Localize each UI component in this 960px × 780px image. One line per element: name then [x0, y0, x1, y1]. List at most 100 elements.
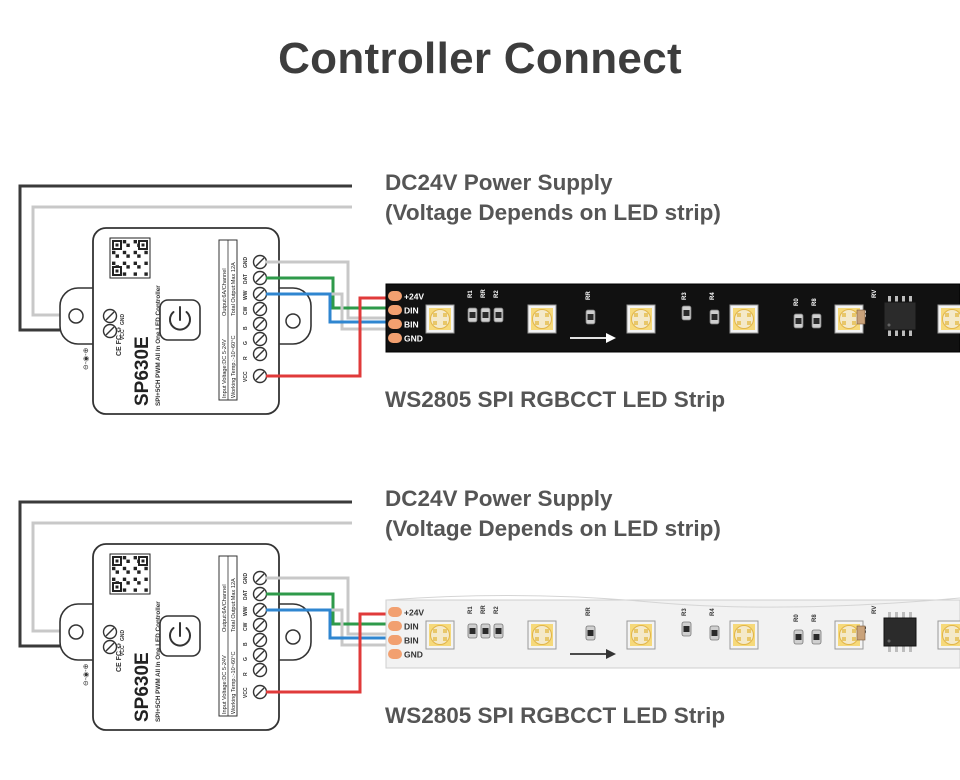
- resistor-label: RR: [586, 291, 592, 300]
- strip-pad-label: GND: [404, 650, 423, 660]
- mounting-hole-icon: [68, 624, 84, 640]
- strip-label-2: WS2805 SPI RGBCCT LED Strip: [385, 703, 726, 728]
- resistor-label: R4: [710, 292, 716, 300]
- resistor-label: R2: [494, 290, 500, 298]
- strip-pad: [388, 607, 402, 617]
- right-pin-label: WW: [243, 606, 249, 616]
- right-pin-label: VCC: [243, 371, 249, 382]
- resistor-label: R1: [468, 606, 474, 614]
- mounting-hole-icon: [285, 629, 301, 645]
- strip-body: [385, 283, 960, 353]
- spec-output-text: Output:6A/Channel: [222, 584, 228, 632]
- resistor-label: RR: [586, 607, 592, 616]
- strip-pad: [388, 333, 402, 343]
- power-supply-label-2: DC24V Power Supply: [385, 486, 613, 511]
- strip-pad: [388, 621, 402, 631]
- page-title: Controller Connect: [278, 34, 682, 83]
- spec-voltage-text: Input Voltage:DC 5-24V: [222, 339, 228, 398]
- led-strip: +24VDINBINGNDR1RRR2RRR3R4R0R8C1RV: [385, 283, 960, 353]
- led-chip: [626, 620, 656, 650]
- strip-pad-label: +24V: [404, 608, 424, 618]
- vcc-wire: [266, 296, 386, 378]
- spec-temp-text: Working Temp.:-10~60°C: [231, 335, 237, 398]
- power-icon: [169, 627, 191, 647]
- strip-body: [385, 599, 960, 669]
- spec-total-output-text: Total Output:Max 12A: [231, 578, 237, 632]
- spec-voltage-text: Input Voltage:DC 5-24V: [222, 655, 228, 714]
- certification-marks-icon: CE FC ♻: [116, 643, 123, 672]
- right-pin-label: G: [243, 341, 249, 345]
- voltage-note-label-2: (Voltage Depends on LED strip): [385, 516, 721, 541]
- strip-pad: [388, 305, 402, 315]
- right-pin-label: DAT: [243, 274, 249, 284]
- led-chip: [527, 304, 557, 334]
- led-chip: [729, 620, 759, 650]
- right-pin-label: VCC: [243, 687, 249, 698]
- controller-subtitle-text: SPI+5CH PWM All In One LED Controller: [155, 601, 162, 722]
- certification-marks-icon: CE FC ♻: [116, 327, 123, 356]
- strip-label-1: WS2805 SPI RGBCCT LED Strip: [385, 387, 726, 412]
- right-pin-label: WW: [243, 290, 249, 300]
- bin-wire: [266, 608, 386, 640]
- led-chip: [425, 620, 455, 650]
- resistor-label: RR: [481, 289, 487, 298]
- bin-wire: [266, 292, 386, 324]
- resistor-label: R8: [812, 614, 818, 622]
- resistor-label: R0: [794, 298, 800, 306]
- spec-temp-text: Working Temp.:-10~60°C: [231, 651, 237, 714]
- resistor-label: R3: [682, 292, 688, 300]
- left-pin-label: GND: [120, 314, 126, 326]
- strip-pad-label: GND: [404, 334, 423, 344]
- mounting-hole-icon: [285, 313, 301, 329]
- voltage-note-label-1: (Voltage Depends on LED strip): [385, 200, 721, 225]
- spec-total-output-text: Total Output:Max 12A: [231, 262, 237, 316]
- resistor-label: R8: [812, 298, 818, 306]
- strip-pad-label: DIN: [404, 622, 419, 632]
- resistor-label: R3: [682, 608, 688, 616]
- right-pin-label: CW: [243, 622, 249, 631]
- led-chip: [937, 304, 960, 334]
- mounting-hole-icon: [68, 308, 84, 324]
- right-pin-label: CW: [243, 306, 249, 315]
- capacitor: [856, 625, 866, 641]
- resistor-label: R0: [794, 614, 800, 622]
- strip-pad-label: BIN: [404, 636, 419, 646]
- led-strip: +24VDINBINGNDR1RRR2RRR3R4R0R8C1RV: [385, 594, 960, 669]
- led-chip: [834, 620, 864, 650]
- resistor-label: R2: [494, 606, 500, 614]
- resistor-label: RV: [872, 606, 878, 614]
- capacitor: [856, 309, 866, 325]
- resistor-label: R1: [468, 290, 474, 298]
- led-chip: [937, 620, 960, 650]
- ic-chip: [883, 612, 917, 652]
- qr-code-icon: [109, 237, 151, 279]
- right-pin-label: B: [243, 326, 249, 330]
- vcc-wire: [266, 612, 386, 694]
- dc-symbol-icon: ⊖-◉-⊕: [83, 347, 90, 370]
- strip-pad: [388, 319, 402, 329]
- qr-code-icon: [109, 553, 151, 595]
- controller-model-text: SP630E: [132, 336, 153, 406]
- controller-model-text: SP630E: [132, 652, 153, 722]
- led-chip: [425, 304, 455, 334]
- right-pin-label: R: [243, 672, 249, 676]
- strip-pad-label: +24V: [404, 292, 424, 302]
- led-chip: [527, 620, 557, 650]
- strip-pad: [388, 291, 402, 301]
- strip-pad-label: DIN: [404, 306, 419, 316]
- left-pin-label: GND: [120, 630, 126, 642]
- left-pin-label: VCC: [120, 645, 126, 656]
- spec-output-text: Output:6A/Channel: [222, 268, 228, 316]
- right-pin-label: R: [243, 356, 249, 360]
- right-pin-label: GND: [243, 257, 249, 269]
- resistor-label: R4: [710, 608, 716, 616]
- right-pin-label: G: [243, 657, 249, 661]
- gnd-wire: [266, 576, 386, 636]
